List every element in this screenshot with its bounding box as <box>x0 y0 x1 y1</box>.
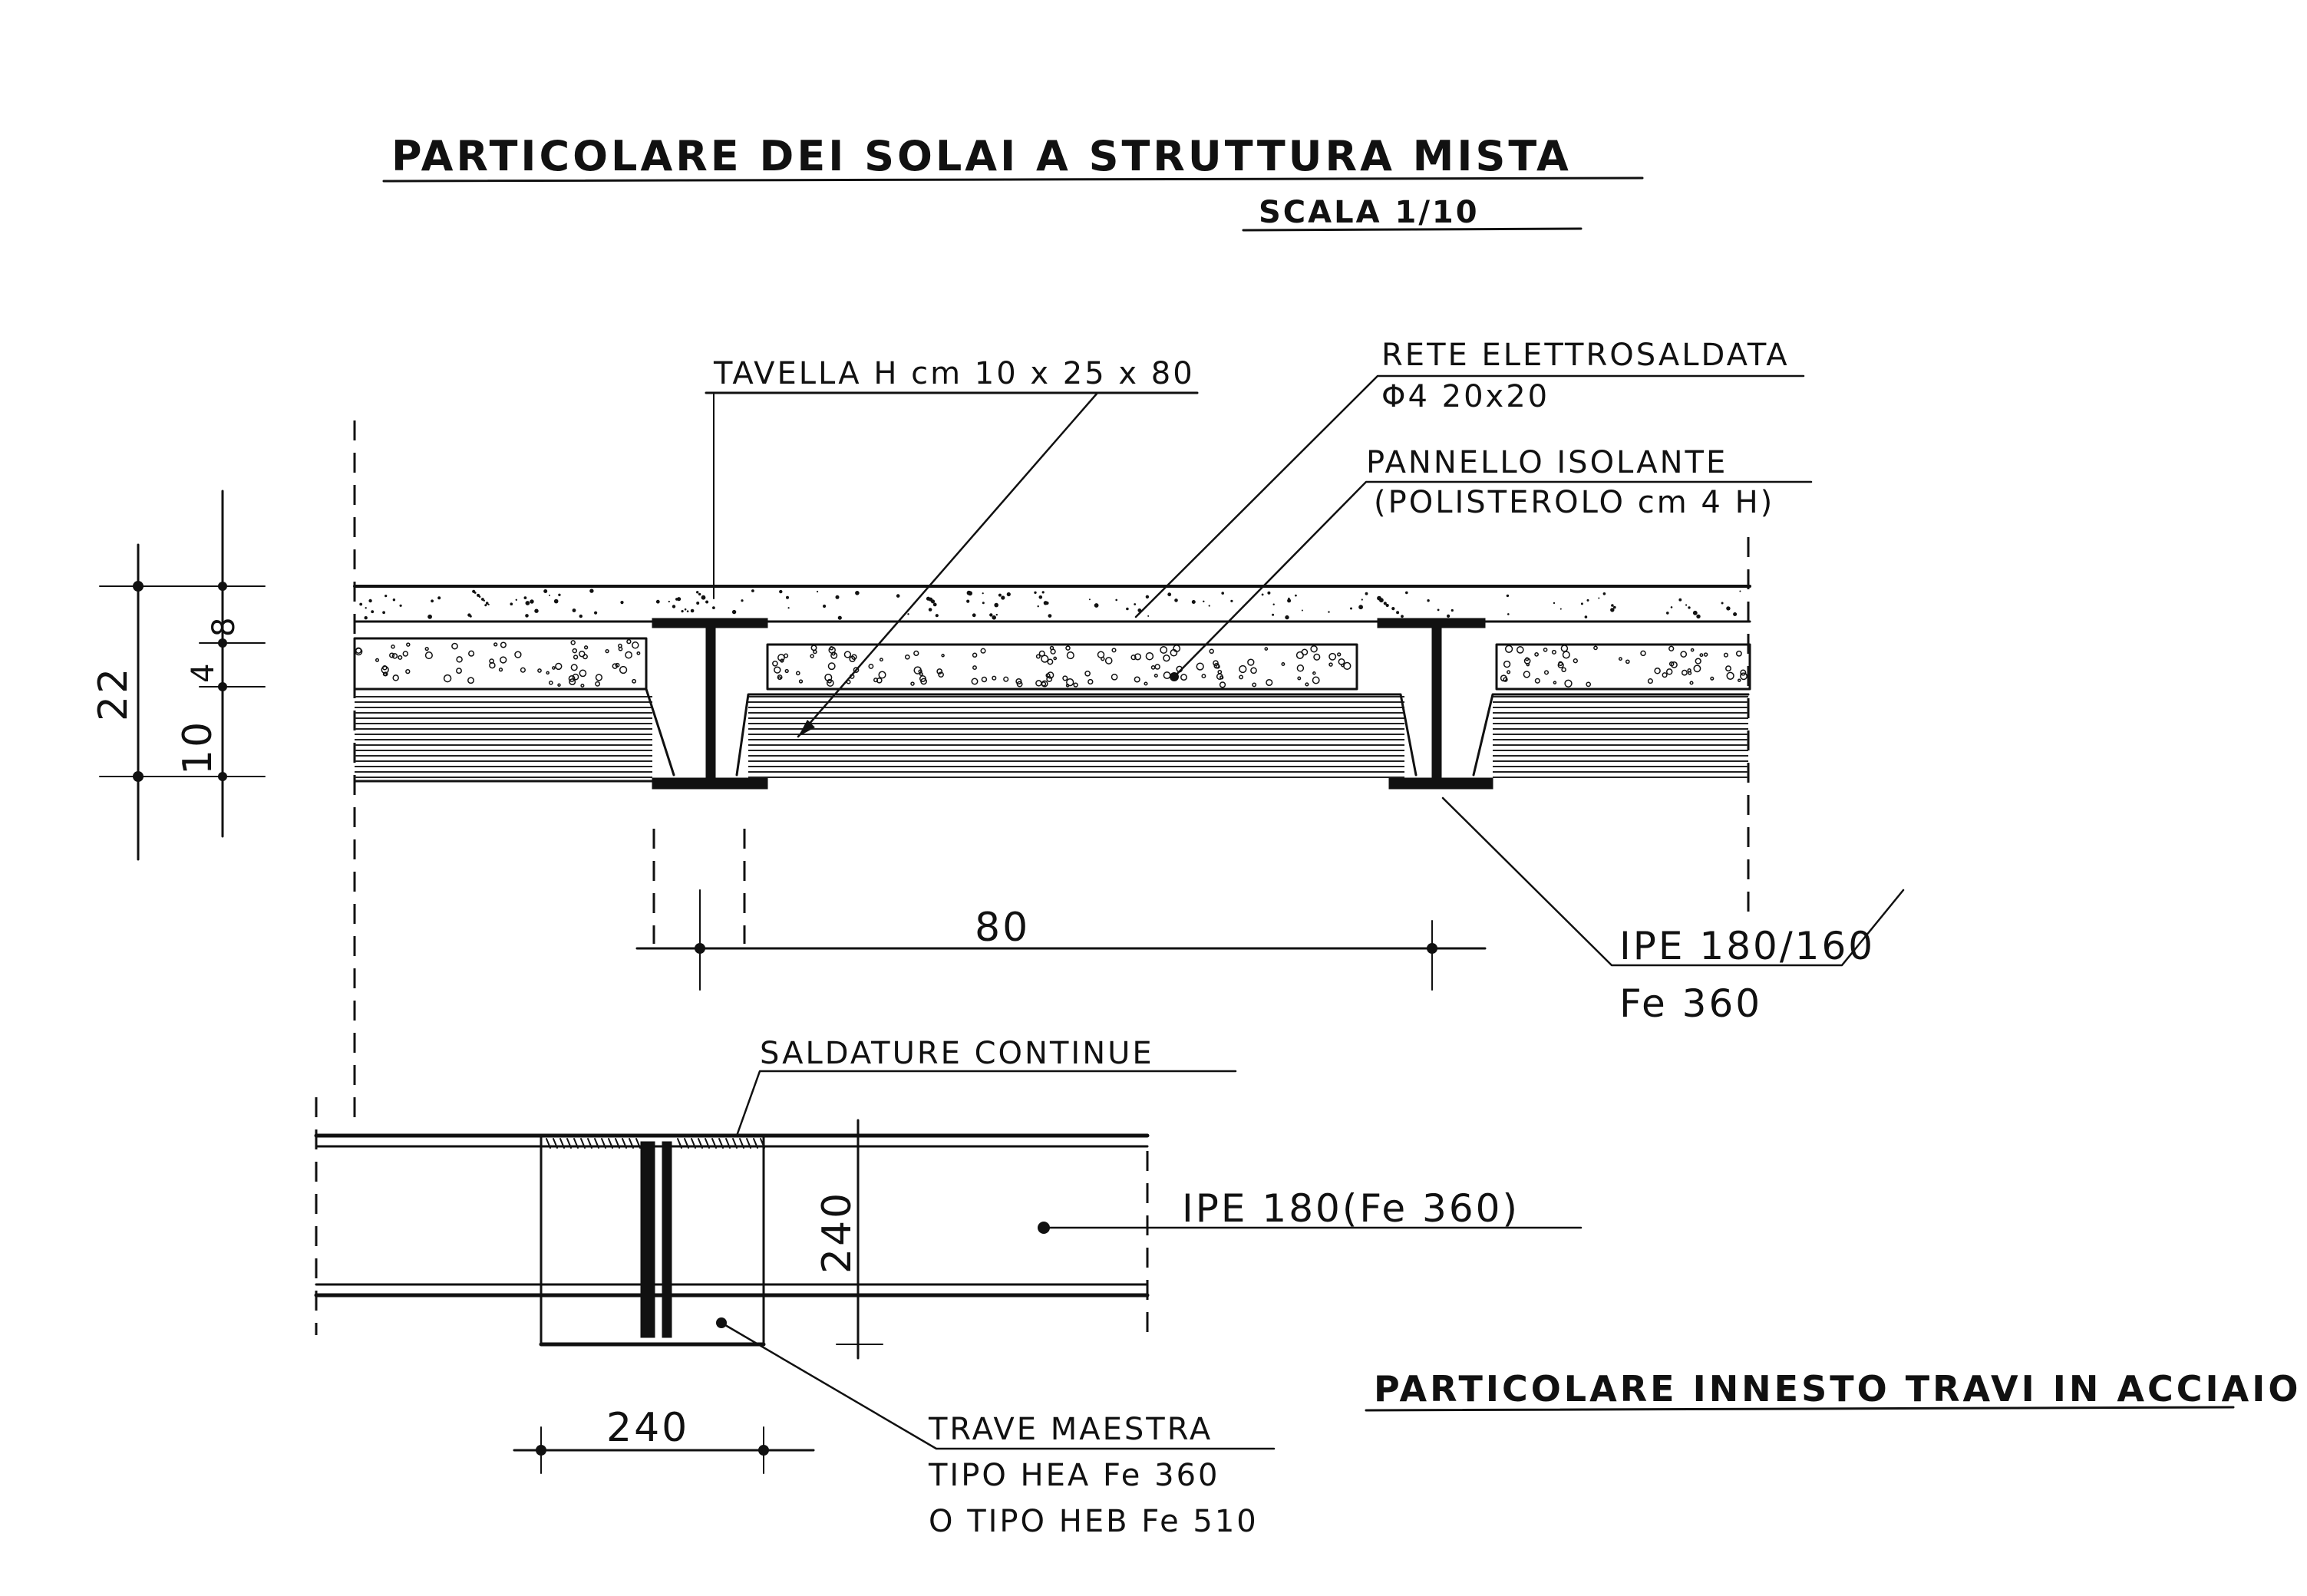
joint-title: PARTICOLARE INNESTO TRAVI IN ACCIAIO <box>1374 1368 2301 1410</box>
dim-total-height: 22 <box>91 666 137 721</box>
main-beam-section <box>539 1134 766 1347</box>
spacing-dimension <box>635 829 1487 991</box>
dim-slab-layer: 8 <box>206 615 242 637</box>
scale-label: SCALA 1/10 <box>1259 195 1480 230</box>
joint-title-underline <box>1365 1406 2235 1412</box>
ipe-label-line1: IPE 180/160 <box>1619 924 1875 968</box>
scale-underline <box>1242 227 1583 232</box>
title-block: PARTICOLARE DEI SOLAI A STRUTTURA MISTA … <box>382 132 1644 232</box>
pannello-label-line1: PANNELLO ISOLANTE <box>1366 445 1728 480</box>
dim-insulation-layer: 4 <box>186 661 221 683</box>
trave-label-line2: TIPO HEA Fe 360 <box>928 1458 1220 1493</box>
secondary-beam-ipe <box>314 1133 1150 1298</box>
dim-joint-height: 240 <box>814 1191 860 1274</box>
ipe-beam-left <box>652 618 768 790</box>
trave-label-line3: O TIPO HEB Fe 510 <box>929 1504 1259 1539</box>
rete-label-line1: RETE ELETTROSALDATA <box>1381 338 1790 373</box>
trave-label-line1: TRAVE MAESTRA <box>928 1412 1213 1447</box>
beam-joint-detail: 240 240 SALDATURE CONTINUE IPE 180(Fe 36… <box>314 1036 2301 1539</box>
pannello-label-line2: (POLISTEROLO cm 4 H) <box>1374 485 1774 520</box>
concrete-slab <box>353 585 1751 623</box>
drawing-title: PARTICOLARE DEI SOLAI A STRUTTURA MISTA <box>391 132 1572 180</box>
floor-section: TAVELLA H cm 10 x 25 x 80 RETE ELETTROSA… <box>91 338 1905 1128</box>
section-leaders <box>705 374 1905 967</box>
ipe-label-line2: Fe 360 <box>1619 981 1762 1026</box>
joint-leaders <box>716 1070 1583 1450</box>
joint-dimensions <box>513 1119 883 1474</box>
ipe-joint-label: IPE 180(Fe 360) <box>1182 1186 1520 1231</box>
height-dimensions <box>99 490 266 861</box>
tavella-label: TAVELLA H cm 10 x 25 x 80 <box>713 356 1195 391</box>
clay-tiles <box>353 688 1750 783</box>
dim-tile-layer: 10 <box>175 720 221 775</box>
saldature-label: SALDATURE CONTINUE <box>760 1036 1154 1071</box>
insulation-panels <box>353 637 1751 691</box>
dim-beam-spacing: 80 <box>975 905 1030 951</box>
ipe-beam-right <box>1377 618 1493 790</box>
dim-joint-width: 240 <box>606 1405 689 1451</box>
rete-label-line2: Φ4 20x20 <box>1381 379 1550 414</box>
title-underline <box>382 176 1644 183</box>
